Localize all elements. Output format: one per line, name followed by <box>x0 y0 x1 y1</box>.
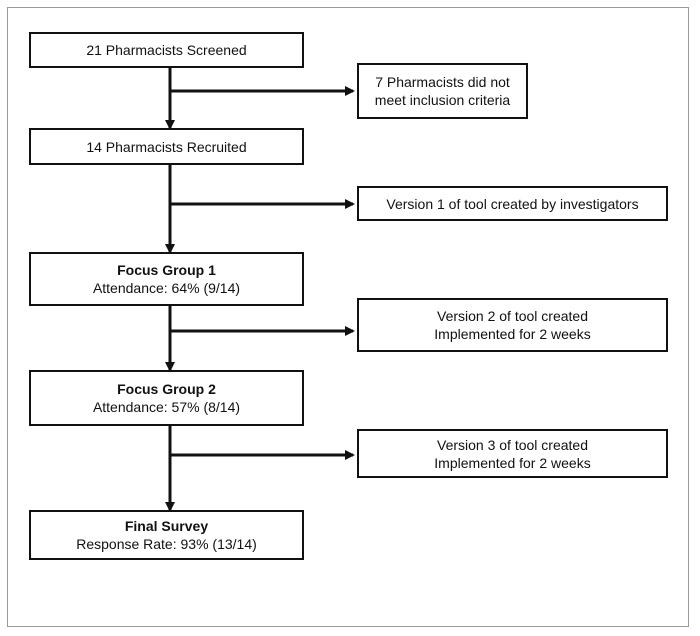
step-recruited: 14 Pharmacists Recruited <box>29 128 304 165</box>
note-version-3-line2: Implemented for 2 weeks <box>434 454 591 471</box>
step-focus-group-1: Focus Group 1 Attendance: 64% (9/14) <box>29 252 304 306</box>
step-focus-group-2: Focus Group 2 Attendance: 57% (8/14) <box>29 370 304 426</box>
step-screened-text: 21 Pharmacists Screened <box>86 42 247 58</box>
note-version-3-line1: Version 3 of tool created <box>437 436 588 453</box>
note-excluded: 7 Pharmacists did not meet inclusion cri… <box>357 63 528 119</box>
note-version-3: Version 3 of tool created Implemented fo… <box>357 429 668 478</box>
note-excluded-line1: 7 Pharmacists did not <box>375 74 510 90</box>
step-recruited-text: 14 Pharmacists Recruited <box>86 138 247 155</box>
step-focus-group-1-text: Attendance: 64% (9/14) <box>92 280 241 296</box>
step-final-survey: Final Survey Response Rate: 93% (13/14) <box>29 510 304 560</box>
step-focus-group-1-title: Focus Group 1 <box>117 262 216 278</box>
note-version-2-line2: Implemented for 2 weeks <box>434 326 591 342</box>
note-version-2: Version 2 of tool created Implemented fo… <box>357 298 668 352</box>
note-excluded-line2: meet inclusion criteria <box>374 92 511 108</box>
step-screened: 21 Pharmacists Screened <box>29 32 304 68</box>
step-final-survey-text: Response Rate: 93% (13/14) <box>76 536 257 552</box>
note-version-1-line1: Version 1 of tool created by investigato… <box>386 195 639 212</box>
step-final-survey-title: Final Survey <box>124 518 209 534</box>
step-focus-group-2-text: Attendance: 57% (8/14) <box>92 399 241 415</box>
diagram-frame <box>7 7 689 627</box>
note-version-2-line1: Version 2 of tool created <box>437 308 588 324</box>
note-version-1: Version 1 of tool created by investigato… <box>357 186 668 221</box>
step-focus-group-2-title: Focus Group 2 <box>117 381 216 397</box>
